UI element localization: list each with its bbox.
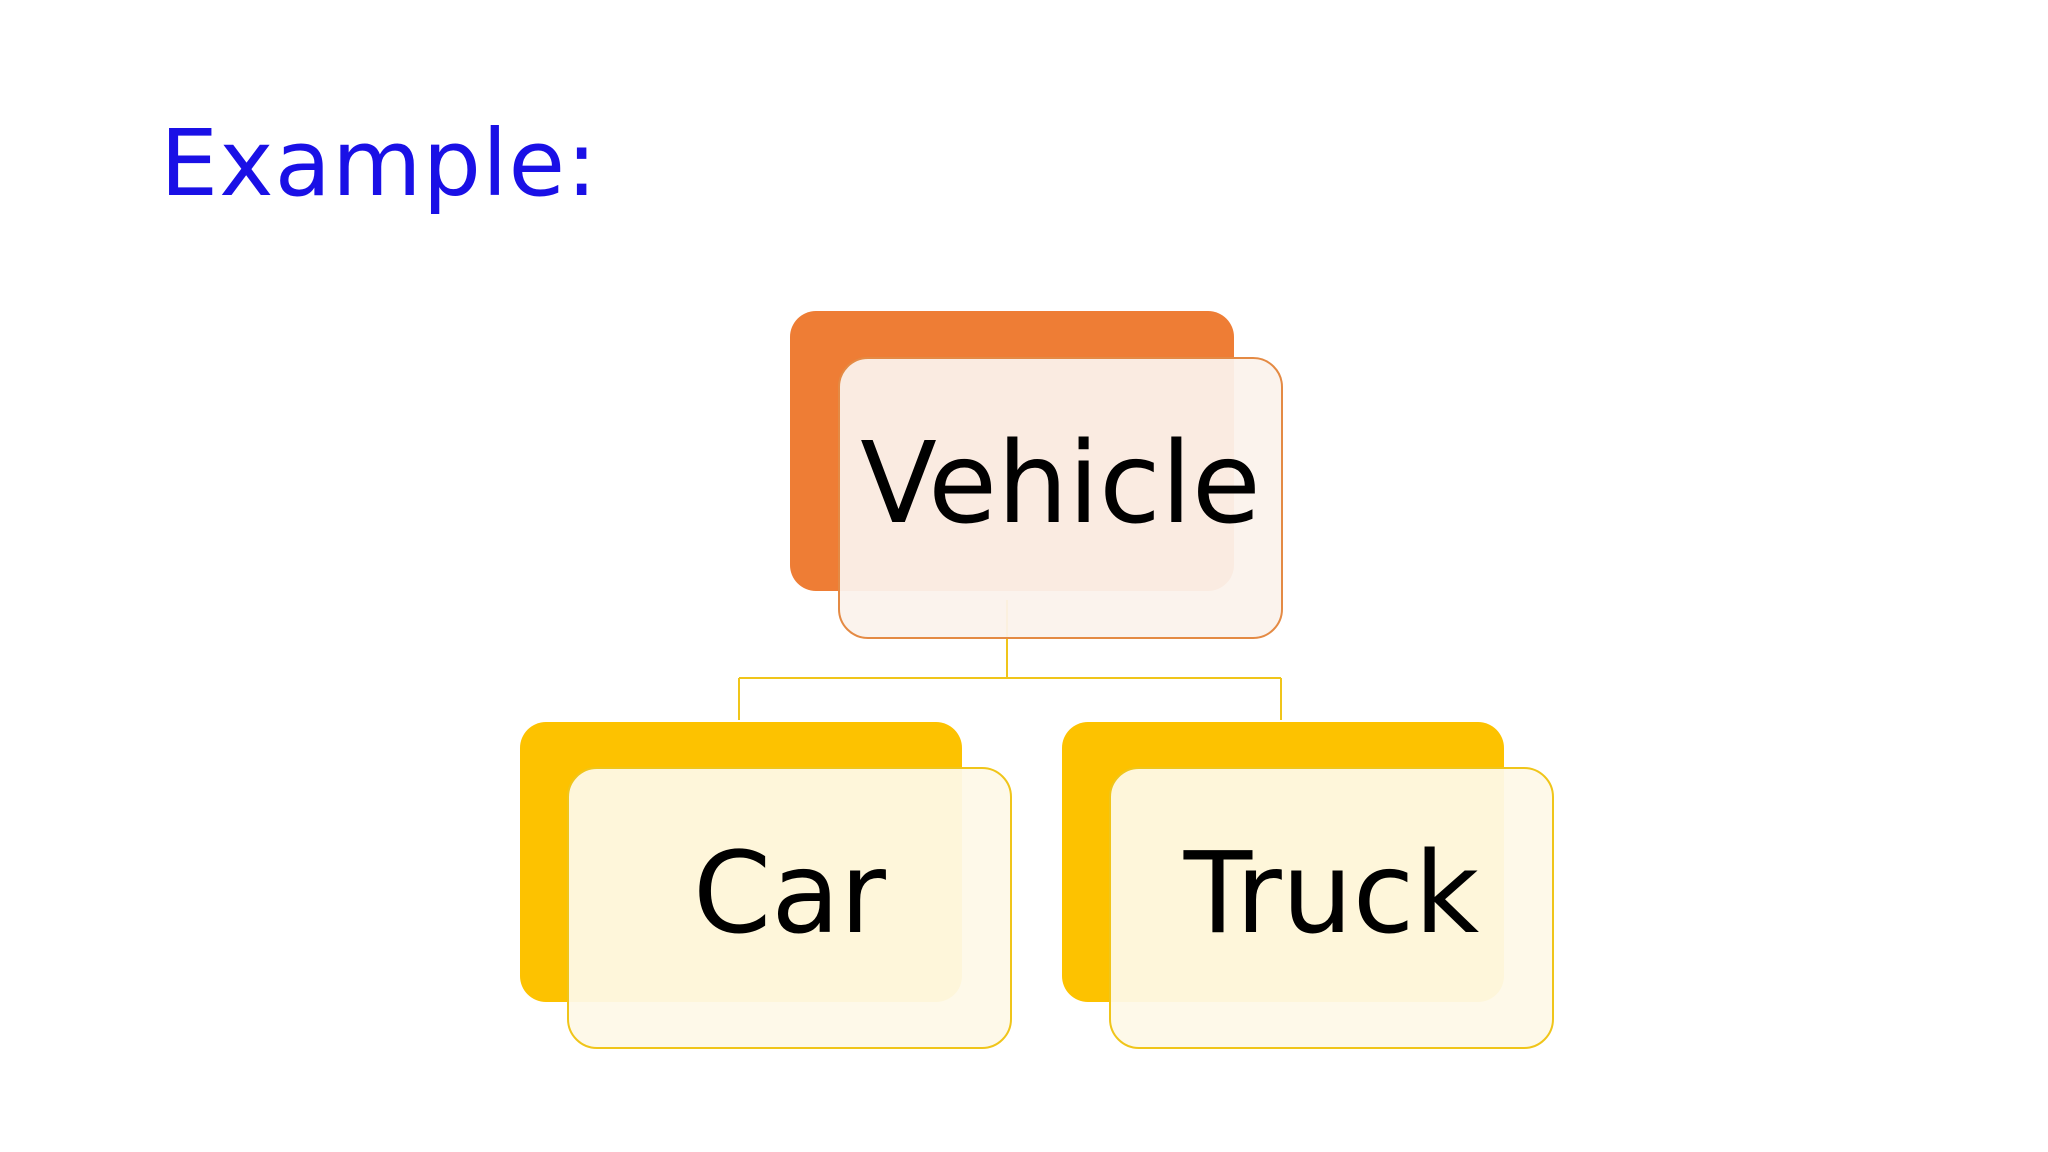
node-truck-label: Truck xyxy=(1183,829,1480,959)
node-vehicle-box: Vehicle xyxy=(838,357,1283,639)
node-car-label: Car xyxy=(693,829,886,959)
node-truck-box: Truck xyxy=(1109,767,1554,1049)
slide-title: Example: xyxy=(160,110,599,217)
node-car-box: Car xyxy=(567,767,1012,1049)
node-vehicle-label: Vehicle xyxy=(860,419,1261,549)
